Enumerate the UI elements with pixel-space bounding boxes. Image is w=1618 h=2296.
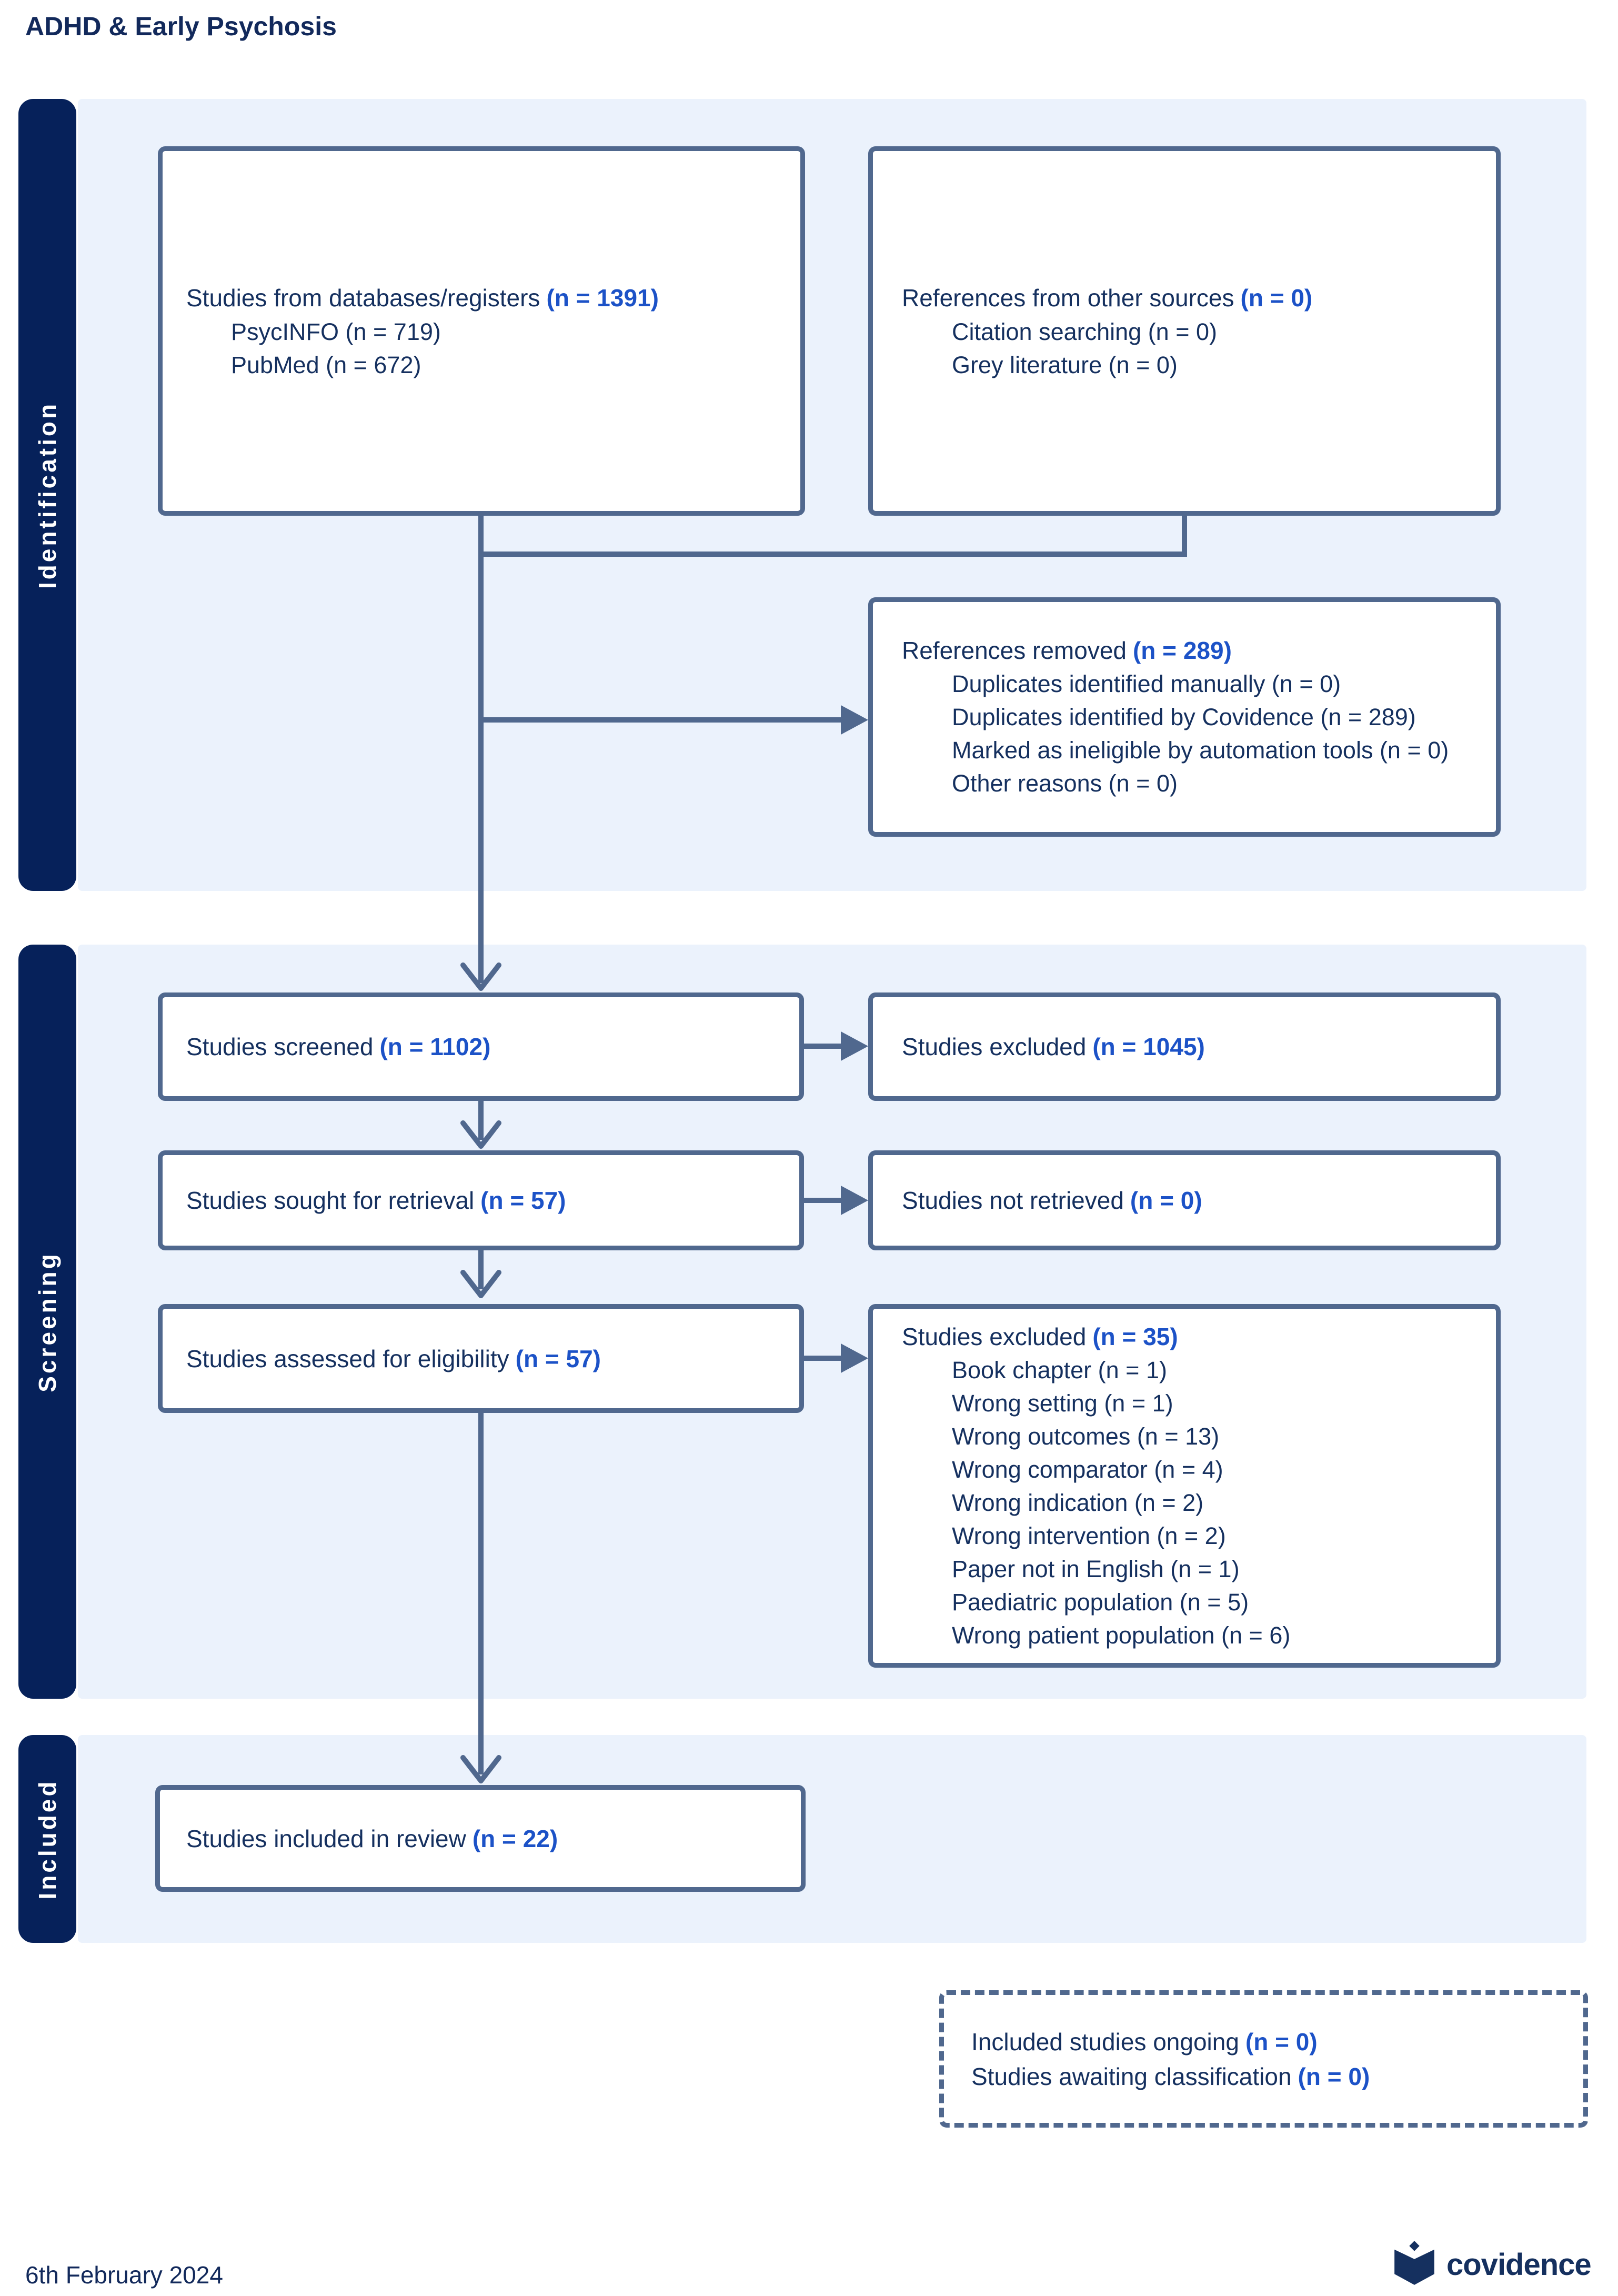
box-screened-title: Studies screened(n = 1102) — [186, 1033, 491, 1060]
ongoing-line: Included studies ongoing(n = 0) — [971, 2028, 1318, 2056]
screening-sidebar: Screening — [18, 945, 76, 1699]
sub-item: Paediatric population (n = 5) — [952, 1588, 1249, 1616]
count-badge: (n = 35) — [1092, 1322, 1178, 1350]
screening-label: Screening — [34, 1251, 61, 1392]
box-references-removed-title: References removed(n = 289) — [902, 637, 1232, 664]
covidence-logo: covidence — [1392, 2241, 1602, 2289]
identification-label: Identification — [34, 401, 61, 589]
identification-sidebar: Identification — [18, 99, 76, 891]
count-badge: (n = 289) — [1132, 637, 1232, 664]
sub-item: Duplicates identified by Covidence (n = … — [952, 704, 1416, 730]
awaiting-line: Studies awaiting classification(n = 0) — [971, 2062, 1370, 2090]
box-not-retrieved-title: Studies not retrieved(n = 0) — [902, 1187, 1202, 1214]
box-other-sources-items: Citation searching (n = 0) Grey literatur… — [902, 315, 1496, 382]
box-not-retrieved: Studies not retrieved(n = 0) — [868, 1150, 1501, 1250]
sub-item: Paper not in English (n = 1) — [952, 1555, 1240, 1582]
count-badge: (n = 1102) — [379, 1033, 491, 1060]
box-excluded-eligibility: Studies excluded(n = 35) Book chapter (n… — [868, 1304, 1501, 1668]
page-title: ADHD & Early Psychosis — [25, 12, 337, 41]
box-ongoing-awaiting: Included studies ongoing(n = 0) Studies … — [939, 1990, 1588, 2128]
count-badge: (n = 0) — [1240, 284, 1313, 312]
box-databases-items: PsycINFO (n = 719) PubMed (n = 672) — [186, 315, 800, 382]
sub-item: Marked as ineligible by automation tools… — [952, 737, 1449, 764]
count-badge: (n = 1045) — [1092, 1033, 1205, 1060]
box-assessed-title: Studies assessed for eligibility(n = 57) — [186, 1345, 601, 1372]
box-assessed: Studies assessed for eligibility(n = 57) — [158, 1304, 804, 1413]
sub-item: PubMed (n = 672) — [231, 352, 421, 378]
export-date: 6th February 2024 — [25, 2261, 223, 2289]
included-sidebar: Included — [18, 1735, 76, 1943]
count-badge: (n = 57) — [515, 1345, 601, 1372]
sub-item: Wrong comparator (n = 4) — [952, 1456, 1223, 1483]
sub-item: Book chapter (n = 1) — [952, 1356, 1167, 1383]
sub-item: Wrong intervention (n = 2) — [952, 1522, 1226, 1549]
sub-item: Duplicates identified manually (n = 0) — [952, 670, 1341, 697]
count-badge: (n = 22) — [472, 1824, 558, 1852]
box-sought: Studies sought for retrieval(n = 57) — [158, 1150, 804, 1250]
box-sought-title: Studies sought for retrieval(n = 57) — [186, 1187, 566, 1214]
box-databases: Studies from databases/registers(n = 139… — [158, 146, 805, 516]
count-badge: (n = 0) — [1298, 2062, 1370, 2090]
box-references-removed-items: Duplicates identified manually (n = 0) Du… — [902, 667, 1496, 800]
count-badge: (n = 0) — [1130, 1187, 1202, 1214]
box-references-removed: References removed(n = 289) Duplicates i… — [868, 597, 1501, 837]
count-badge: (n = 0) — [1245, 2028, 1318, 2056]
box-excluded-screening-title: Studies excluded(n = 1045) — [902, 1033, 1205, 1060]
count-badge: (n = 1391) — [546, 284, 659, 312]
sub-item: Citation searching (n = 0) — [952, 318, 1218, 345]
box-screened: Studies screened(n = 1102) — [158, 992, 804, 1101]
covidence-wordmark: covidence — [1446, 2248, 1592, 2282]
sub-item: Wrong setting (n = 1) — [952, 1389, 1173, 1417]
box-excluded-screening: Studies excluded(n = 1045) — [868, 992, 1501, 1101]
sub-item: PsycINFO (n = 719) — [231, 318, 441, 345]
box-databases-title: Studies from databases/registers(n = 139… — [186, 284, 659, 312]
box-excluded-eligibility-items: Book chapter (n = 1) Wrong setting (n = 1… — [902, 1353, 1496, 1652]
included-label: Included — [34, 1778, 61, 1900]
box-other-sources-title: References from other sources(n = 0) — [902, 284, 1313, 312]
sub-item: Other reasons (n = 0) — [952, 770, 1178, 797]
box-other-sources: References from other sources(n = 0) Cit… — [868, 146, 1501, 516]
box-included-review-title: Studies included in review(n = 22) — [186, 1824, 558, 1852]
sub-item: Grey literature (n = 0) — [952, 352, 1178, 378]
count-badge: (n = 57) — [480, 1187, 566, 1214]
sub-item: Wrong indication (n = 2) — [952, 1489, 1204, 1516]
box-included-review: Studies included in review(n = 22) — [155, 1785, 806, 1892]
covidence-logo-icon — [1394, 2241, 1434, 2285]
sub-item: Wrong patient population (n = 6) — [952, 1621, 1291, 1649]
box-excluded-eligibility-title: Studies excluded(n = 35) — [902, 1322, 1178, 1350]
sub-item: Wrong outcomes (n = 13) — [952, 1422, 1220, 1450]
